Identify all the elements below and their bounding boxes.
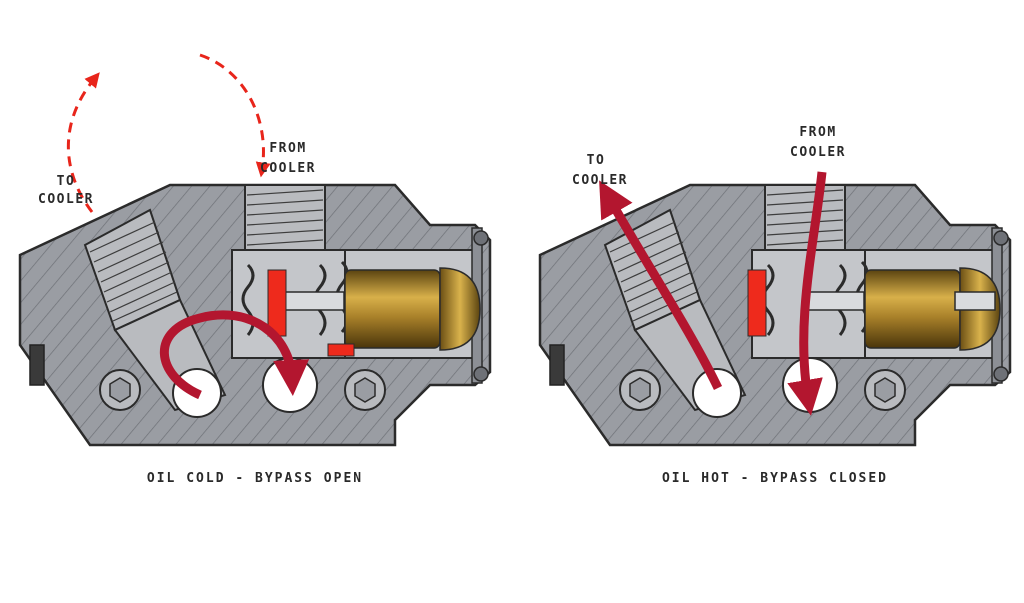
thermostat-rod [954,291,996,311]
right-to-label-line1: TO [587,153,606,168]
right-from-label-line1: FROM [799,125,836,140]
bypass-valve-plate [747,269,767,337]
bypass-valve-plate [267,269,287,337]
left-from-label-line1: FROM [269,141,306,156]
dashed-to-cooler-arrow [66,72,100,213]
to-cooler-flow-arrow [599,180,723,390]
left-to-label-line2: COOLER [38,192,94,207]
right-to-label-line2: COOLER [572,173,628,188]
dashed-from-cooler-arrow [199,53,271,178]
right-caption: OIL HOT - BYPASS CLOSED [662,471,888,486]
left-valve-cold [18,53,492,447]
bypass-flow-arrow [159,310,310,400]
left-caption: OIL COLD - BYPASS OPEN [147,471,363,486]
left-to-label-line1: TO [57,174,76,189]
from-cooler-flow-arrow [787,171,827,416]
right-valve-hot [538,171,1012,447]
right-from-label-line2: COOLER [790,145,846,160]
left-from-label-line2: COOLER [260,161,316,176]
bypass-seat-marker [327,343,355,357]
